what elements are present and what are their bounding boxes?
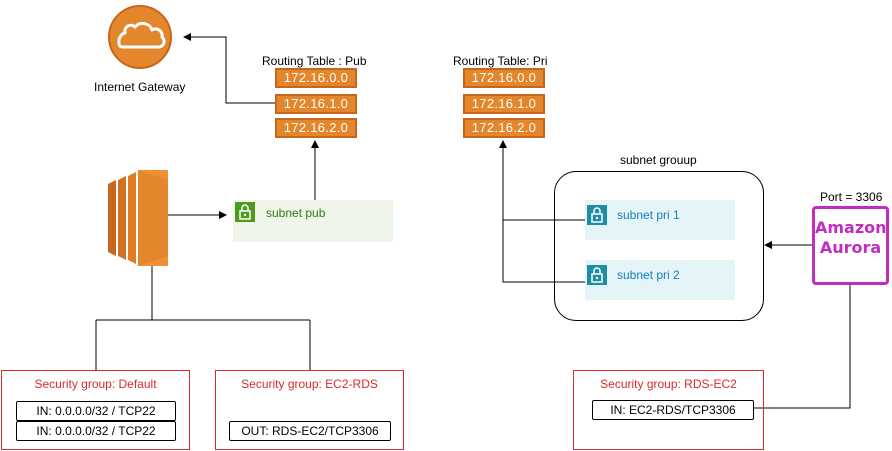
routing-table-pri-route: 172.16.0.0 bbox=[463, 68, 545, 88]
routing-table-pub-route: 172.16.0.0 bbox=[275, 68, 357, 88]
aurora-port-label: Port = 3306 bbox=[820, 190, 883, 204]
routing-table-pri-route: 172.16.1.0 bbox=[463, 94, 545, 114]
subnet-pub: subnet pub bbox=[233, 200, 393, 242]
ec2-instance-icon bbox=[108, 170, 168, 266]
aurora-line-2: Aurora bbox=[819, 238, 882, 257]
subnet-pri-2: subnet pri 2 bbox=[585, 260, 735, 300]
security-group-default: Security group: Default IN: 0.0.0.0/32 /… bbox=[1, 370, 190, 450]
security-group-rds-ec2-title: Security group: RDS-EC2 bbox=[600, 377, 737, 391]
security-group-rds-ec2: Security group: RDS-EC2 IN: EC2-RDS/TCP3… bbox=[573, 370, 764, 450]
subnet-pri-2-label: subnet pri 2 bbox=[617, 268, 680, 282]
lock-icon bbox=[235, 202, 255, 222]
edge-aurora-to-security-group bbox=[753, 285, 851, 409]
lock-icon bbox=[587, 265, 607, 285]
security-group-default-title: Security group: Default bbox=[34, 377, 157, 391]
security-group-ec2-rds-title: Security group: EC2-RDS bbox=[241, 377, 378, 391]
routing-table-pub-title: Routing Table : Pub bbox=[262, 54, 367, 68]
subnet-group bbox=[554, 171, 764, 321]
internet-gateway: Internet Gateway bbox=[94, 5, 185, 105]
routing-table-pri-route: 172.16.2.0 bbox=[463, 118, 545, 138]
subnet-group-title: subnet grouup bbox=[620, 153, 697, 167]
security-group-rule: IN: 0.0.0.0/32 / TCP22 bbox=[16, 421, 176, 441]
routing-table-pub-route: 172.16.1.0 bbox=[275, 94, 357, 114]
routing-table-pub-route: 172.16.2.0 bbox=[275, 118, 357, 138]
edge-subnet-pri-to-routing bbox=[503, 141, 585, 283]
security-group-rule: IN: EC2-RDS/TCP3306 bbox=[592, 400, 754, 420]
internet-gateway-cloud-icon bbox=[108, 5, 172, 69]
routing-table-pri-title: Routing Table: Pri bbox=[453, 54, 548, 68]
amazon-aurora-icon: Amazon Aurora bbox=[812, 206, 889, 285]
subnet-pri-1: subnet pri 1 bbox=[585, 200, 735, 240]
subnet-pub-label: subnet pub bbox=[266, 206, 326, 220]
lock-icon bbox=[587, 205, 607, 225]
security-group-ec2-rds: Security group: EC2-RDS OUT: RDS-EC2/TCP… bbox=[215, 370, 404, 450]
security-group-rule: OUT: RDS-EC2/TCP3306 bbox=[229, 421, 391, 441]
subnet-pri-1-label: subnet pri 1 bbox=[617, 208, 680, 222]
edge-routing-pub-to-gateway bbox=[183, 33, 275, 104]
security-group-rule: IN: 0.0.0.0/32 / TCP22 bbox=[16, 401, 176, 421]
aurora-line-1: Amazon bbox=[815, 218, 887, 237]
edge-ec2-to-security-groups bbox=[95, 266, 311, 370]
internet-gateway-label: Internet Gateway bbox=[94, 80, 186, 94]
